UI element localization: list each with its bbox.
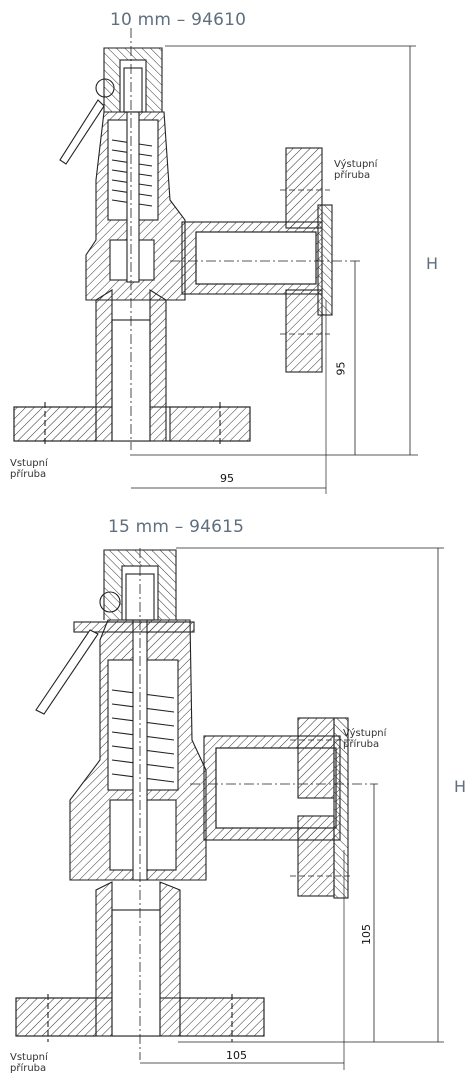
inlet-flange-label: Vstupní příruba	[10, 458, 48, 480]
inlet-flange-label-line1: Vstupní	[10, 458, 48, 469]
outlet-flange-label-line1: Výstupní	[343, 728, 387, 739]
horizontal-dimension-label: 105	[226, 1049, 247, 1062]
inlet-flange-label-line2: příruba	[10, 469, 47, 480]
inlet-flange-label-line2: příruba	[10, 1063, 47, 1074]
outlet-flange-label: Výstupní příruba	[334, 159, 377, 181]
valve-drawing-94615	[15, 547, 444, 1070]
drawing-title-94610: 10 mm – 94610	[110, 10, 247, 30]
vertical-dimension-label: 95	[334, 361, 348, 376]
outlet-flange-label-line2: příruba	[334, 170, 371, 181]
inlet-flange-label-line1: Vstupní	[10, 1052, 48, 1063]
outlet-flange-label: Výstupní příruba	[343, 728, 386, 750]
horizontal-dimension-label: 95	[220, 472, 234, 485]
height-dimension-label: H	[426, 254, 439, 273]
outlet-flange-label-line2: příruba	[343, 739, 380, 750]
inlet-flange-label: Vstupní příruba	[10, 1052, 48, 1074]
height-dimension-label: H	[454, 777, 467, 796]
valve-drawing-94610	[13, 28, 418, 494]
vertical-dimension-label: 105	[360, 924, 373, 945]
outlet-flange-label-line1: Výstupní	[334, 159, 378, 170]
drawing-title-94615: 15 mm – 94615	[108, 517, 245, 537]
